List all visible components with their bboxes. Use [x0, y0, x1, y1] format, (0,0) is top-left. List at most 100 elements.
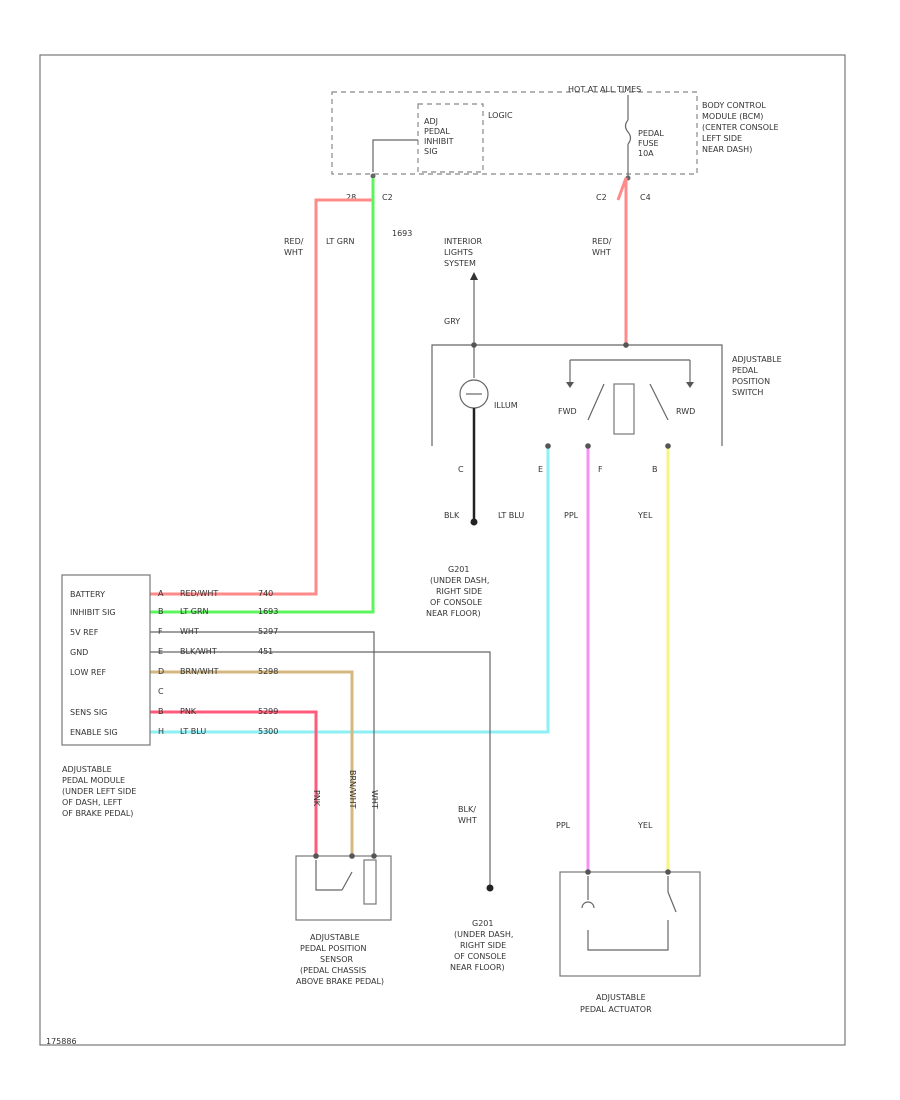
module-wire-ckt-0: 740: [258, 589, 273, 598]
bcm-pin-dot-1: [370, 173, 376, 179]
switch-housing: [431, 344, 723, 446]
g2-line-3: RIGHT SIDE: [460, 941, 506, 950]
module-row-2: 5V REF: [70, 628, 99, 637]
actuator-wire-ppl: PPL: [556, 821, 571, 830]
bcm-hot-at-all-times: HOT AT ALL TIMES: [568, 85, 641, 94]
bcm-pin-c4: C4: [640, 193, 651, 202]
module-desc-1: ADJUSTABLE: [62, 765, 112, 774]
switch-desc-2: PEDAL: [732, 366, 758, 375]
fuse-line-1: PEDAL: [638, 129, 664, 138]
module-row-1: INHIBIT SIG: [70, 608, 116, 617]
bcm-desc-4: LEFT SIDE: [702, 134, 742, 143]
switch-wire-lt-blu: LT BLU: [498, 511, 524, 520]
module-wire-color-2: WHT: [180, 627, 199, 636]
switch-center-block: [613, 383, 635, 435]
actuator-desc-1: ADJUSTABLE: [596, 993, 646, 1002]
sensor-desc-3: SENSOR: [320, 955, 353, 964]
bcm-logic-label: LOGIC: [488, 111, 513, 120]
interior-line-1: INTERIOR: [444, 237, 483, 246]
bcm-adj-line-3: INHIBIT: [424, 137, 454, 146]
bcm-adj-line-4: SIG: [424, 147, 438, 156]
connector-dot-2: [545, 443, 551, 449]
wire-wht-5v-ref: [150, 631, 375, 856]
pedal-position-switch: FWD RWD ADJUSTABLE PEDAL POSITION SWITCH…: [431, 344, 782, 520]
switch-pin-f: F: [598, 465, 603, 474]
bcm-desc-2: MODULE (BCM): [702, 112, 763, 121]
sensor-internal-1: [315, 860, 342, 891]
module-pin-6: B: [158, 707, 164, 716]
sensor-desc-4: (PEDAL CHASSIS: [300, 966, 366, 975]
actuator-switch-blade: [667, 891, 677, 913]
module-wire-color-4: BRN/WHT: [180, 667, 219, 676]
module-box: [61, 574, 151, 746]
blk-wht-line-1: BLK/: [458, 805, 476, 814]
sensor-wire-pnk: PNK: [312, 790, 321, 807]
switch-rwd: RWD: [676, 407, 695, 416]
bcm-adj-line-1: ADJ: [424, 117, 438, 126]
sensor-element: [363, 859, 377, 905]
colored-wires: [150, 177, 670, 886]
connector-dot-4: [665, 443, 671, 449]
module-wire-color-0: RED/WHT: [180, 589, 218, 598]
connector-dot-9: [665, 869, 671, 875]
module-pin-1: B: [158, 607, 164, 616]
wire-lt-blu-enable: [150, 448, 550, 734]
module-wire-color-6: PNK: [180, 707, 197, 716]
actuator-motor-icon: [581, 901, 595, 909]
module-desc-3: (UNDER LEFT SIDE: [62, 787, 136, 796]
module-row-3: GND: [70, 648, 88, 657]
sensor-wire-brn: BRN/WHT: [348, 770, 357, 809]
interior-arrow-icon: [470, 272, 478, 280]
connector-dot-6: [349, 853, 355, 859]
ground-g201-dot-2: [486, 884, 494, 892]
module-row-0: BATTERY: [70, 590, 105, 599]
g2-line-2: (UNDER DASH,: [454, 930, 513, 939]
module-row-4: LOW REF: [70, 668, 107, 677]
g2-line-4: OF CONSOLE: [454, 952, 506, 961]
module-pin-2: F: [158, 627, 163, 636]
interior-line-3: SYSTEM: [444, 259, 476, 268]
diagram-footer-id: 175886: [46, 1037, 77, 1046]
switch-pin-e: E: [538, 465, 543, 474]
switch-arrow-l-icon: [566, 382, 574, 388]
bcm-desc-3: (CENTER CONSOLE: [702, 123, 779, 132]
switch-wire-yel: YEL: [637, 511, 653, 520]
sensor-wire-wht: WHT: [370, 790, 379, 809]
module-wire-ckt-7: 5300: [258, 727, 278, 736]
switch-blade-rwd: [649, 383, 669, 421]
module-wire-ckt-4: 5298: [258, 667, 278, 676]
ground-g201-label-1: G201 (UNDER DASH, RIGHT SIDE OF CONSOLE …: [426, 565, 489, 618]
connector-dot-0: [471, 342, 477, 348]
connector-dot-3: [585, 443, 591, 449]
g1-line-5: NEAR FLOOR): [426, 609, 481, 618]
module-row-6: SENS SIG: [70, 708, 107, 717]
module-wire-ckt-3: 451: [258, 647, 273, 656]
switch-wire-ppl: PPL: [564, 511, 579, 520]
connector-dot-1: [623, 342, 629, 348]
ground-g201-dot-1: [470, 518, 478, 526]
bcm-desc-1: BODY CONTROL: [702, 101, 766, 110]
sensor-desc-5: ABOVE BRAKE PEDAL): [296, 977, 384, 986]
actuator-box: [559, 871, 701, 977]
actuator-circuit: [587, 920, 669, 951]
pedal-actuator: PPL YEL ADJUSTABLE PEDAL ACTUATOR: [556, 821, 701, 1014]
g1-line-2: (UNDER DASH,: [430, 576, 489, 585]
fuse-line-3: 10A: [638, 149, 654, 158]
bcm-dashed-outline: [331, 91, 698, 175]
connector-dot-8: [585, 869, 591, 875]
module-desc-2: PEDAL MODULE: [62, 776, 125, 785]
g2-line-1: G201: [472, 919, 493, 928]
wire-brn-wht-low-ref: [150, 670, 354, 856]
bcm-logic-box: [417, 103, 484, 173]
wire-lt-grn-inhibit: [150, 178, 375, 614]
module-wire-color-1: LT GRN: [180, 607, 209, 616]
wire-label-lt-grn: LT GRN: [326, 237, 355, 246]
module-pin-3: E: [158, 647, 163, 656]
wire-pnk-sens: [150, 710, 318, 856]
bcm-adj-line-2: PEDAL: [424, 127, 450, 136]
module-pin-7: H: [158, 727, 164, 736]
switch-arrow-r-icon: [686, 382, 694, 388]
interior-gry: GRY: [444, 317, 460, 326]
actuator-wire-yel: YEL: [637, 821, 653, 830]
